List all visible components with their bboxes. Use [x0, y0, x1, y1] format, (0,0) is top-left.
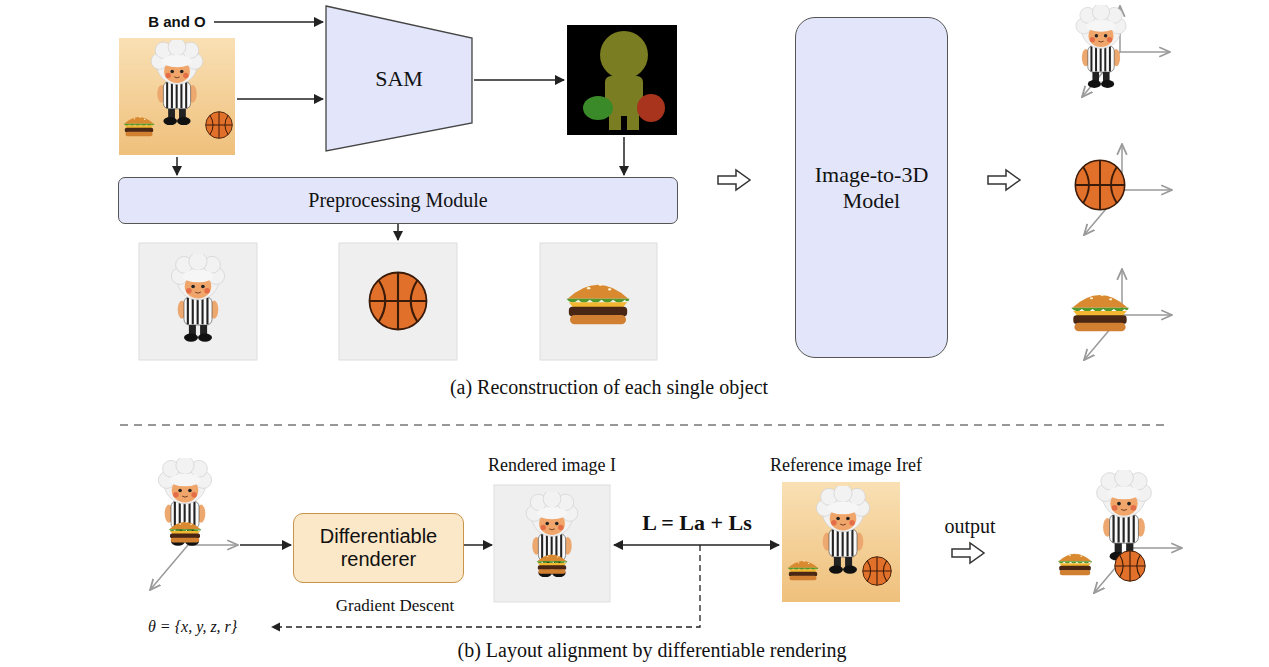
ball-illustration [863, 557, 892, 586]
separator [120, 424, 1165, 425]
figure-illustration [1076, 3, 1126, 87]
figure-illustration [158, 456, 211, 546]
image-label: Rendered image I [488, 455, 616, 477]
node-label: Image-to-3D Model [806, 162, 937, 213]
ball-illustration [1115, 551, 1145, 581]
burger-illustration [537, 554, 568, 574]
trapezoid-shape [326, 6, 472, 151]
crop-image [540, 243, 657, 360]
figure-illustration [151, 38, 203, 125]
hollow-arrow [988, 170, 1020, 190]
node-label: SAM [375, 66, 423, 91]
mask-image [567, 25, 677, 135]
axes [1094, 502, 1182, 593]
reference-image [782, 482, 900, 602]
ball-illustration [1075, 160, 1124, 209]
process-box: Preprocessing Module [118, 177, 678, 224]
ball-illustration [370, 273, 427, 330]
mask-ball [637, 94, 665, 122]
arrow [237, 98, 323, 100]
image-label: Reference image Iref [770, 455, 922, 477]
hollow-arrow [718, 170, 750, 190]
output-label: output [944, 514, 995, 538]
crop-image [339, 243, 457, 360]
hollow-arrow [952, 543, 984, 563]
figure-illustration [1097, 468, 1152, 560]
mask-head [600, 31, 648, 79]
arrow [623, 137, 625, 175]
model-box: Image-to-3D Model [795, 17, 948, 358]
rendered-image [494, 485, 610, 602]
loss-formula: L = La + Ls [642, 510, 751, 536]
mask-leg [609, 112, 621, 130]
node-label: Preprocessing Module [308, 189, 487, 212]
mask-leg [627, 112, 639, 130]
double-arrow [614, 544, 779, 546]
burger-illustration [124, 117, 155, 137]
renderer-box: Differentiable renderer [293, 513, 464, 583]
subfigure-caption: (b) Layout alignment by differentiable r… [458, 638, 847, 662]
burger-illustration [567, 284, 630, 325]
mask-burger [583, 96, 613, 120]
figure-illustration [526, 490, 578, 577]
process-trapezoid: SAM [325, 5, 473, 152]
input-label: B and O [148, 13, 206, 31]
arrow [463, 544, 492, 546]
input-image [119, 38, 235, 155]
burger-illustration [1071, 294, 1129, 331]
burger-illustration [169, 522, 201, 543]
subfigure-caption: (a) Reconstruction of each single object [450, 375, 768, 399]
arrow [474, 79, 564, 81]
ball-illustration [206, 112, 233, 139]
node-label: Differentiable renderer [304, 525, 453, 571]
arrow [240, 544, 291, 546]
arrow [176, 157, 178, 175]
figure-illustration [816, 484, 869, 574]
crop-image [139, 243, 257, 360]
parameter-label: θ = {x, y, z, r} [148, 617, 237, 636]
burger-illustration [788, 561, 819, 581]
gradient-label: Gradient Descent [336, 596, 454, 616]
burger-illustration [1058, 553, 1092, 575]
arrow [214, 21, 323, 23]
figure-illustration [171, 252, 224, 342]
